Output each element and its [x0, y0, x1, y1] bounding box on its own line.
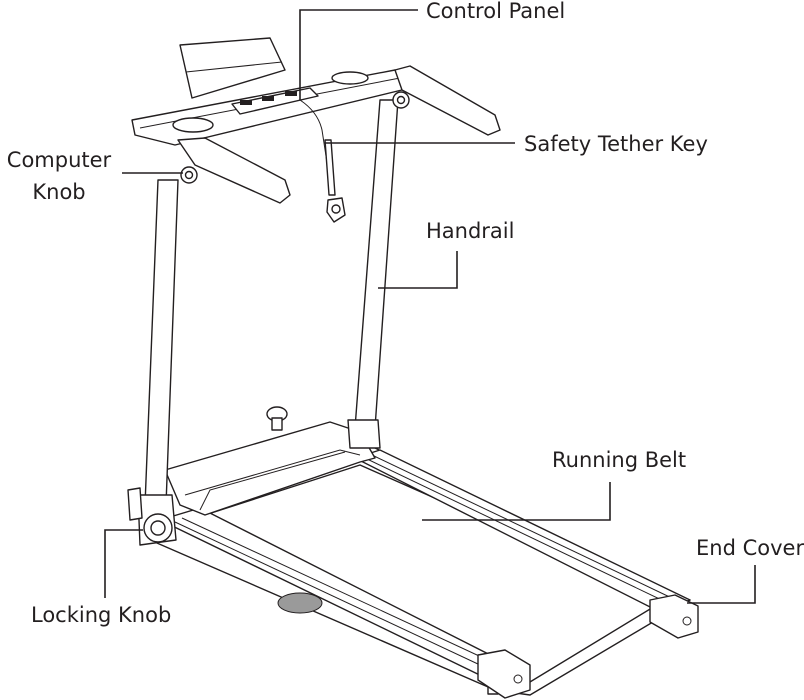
label-locking-knob: Locking Knob — [31, 603, 172, 627]
handrail-left — [177, 137, 291, 204]
label-computer-knob: Computer Knob — [4, 144, 114, 208]
label-computer-knob-line1: Computer — [6, 148, 112, 172]
leader-locking-knob — [104, 529, 143, 598]
treadmill-deck — [149, 421, 691, 696]
label-handrail: Handrail — [426, 219, 515, 243]
leader-running-belt — [422, 482, 611, 521]
console-frame — [131, 37, 501, 204]
hood-knob — [266, 406, 288, 431]
label-control-panel: Control Panel — [426, 0, 566, 23]
safety-tether — [299, 99, 346, 223]
label-safety-tether-key: Safety Tether Key — [524, 132, 708, 156]
tablet-holder — [179, 37, 286, 99]
leader-control-panel — [299, 9, 418, 100]
label-running-belt: Running Belt — [552, 448, 687, 472]
leader-lines — [104, 9, 756, 604]
label-computer-knob-line2: Knob — [32, 180, 86, 204]
end-cover — [477, 594, 699, 699]
label-end-cover: End Cover — [696, 536, 804, 560]
motor-hood — [164, 421, 376, 516]
leader-handrail — [378, 251, 458, 289]
handrail-right — [394, 65, 501, 136]
leader-end-cover — [687, 565, 756, 604]
handrail-posts — [137, 99, 399, 546]
locking-knob — [127, 487, 173, 543]
transport-wheel — [277, 592, 323, 614]
